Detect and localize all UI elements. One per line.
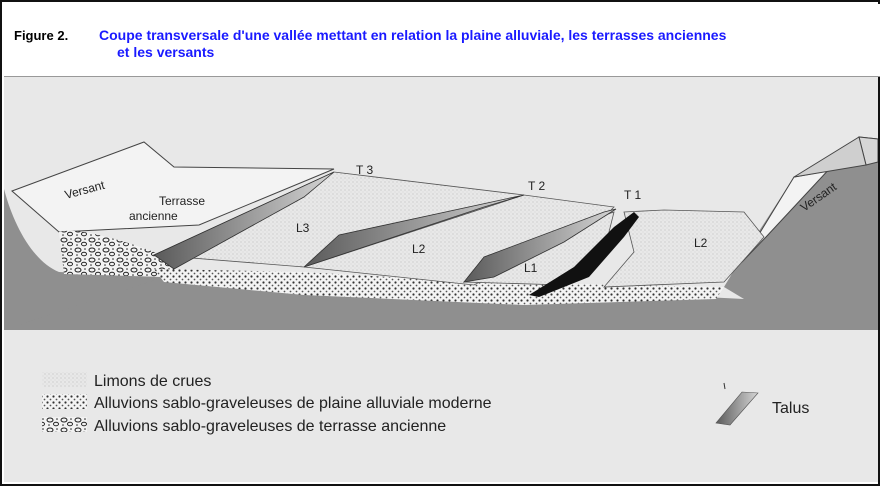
legend-swatch-limons bbox=[42, 372, 87, 387]
figure-number: Figure 2. bbox=[14, 28, 68, 43]
label-t3: T 3 bbox=[356, 163, 373, 177]
label-terrasse: Terrasse bbox=[159, 194, 205, 208]
label-l3: L3 bbox=[296, 221, 310, 235]
legend-limons: Limons de crues bbox=[94, 373, 211, 390]
figure-header: Figure 2. Coupe transversale d'une vallé… bbox=[4, 4, 880, 77]
legend-alluvions-moderne: Alluvions sablo-graveleuses de plaine al… bbox=[94, 395, 492, 412]
label-l1: L1 bbox=[524, 261, 538, 275]
label-t1: T 1 bbox=[624, 188, 641, 202]
figure-title: Coupe transversale d'une vallée mettant … bbox=[99, 27, 869, 61]
legend-swatch-modern-gravel bbox=[42, 394, 87, 409]
label-l2-right: L2 bbox=[694, 236, 708, 250]
label-ancienne: ancienne bbox=[129, 209, 178, 223]
legend-alluvions-ancienne: Alluvions sablo-graveleuses de terrasse … bbox=[94, 418, 446, 435]
valley-cross-section-diagram: Versant Versant Terrasse ancienne T 3 T … bbox=[4, 77, 878, 482]
figure-title-line-1: Coupe transversale d'une vallée mettant … bbox=[99, 27, 869, 44]
label-l2-middle: L2 bbox=[412, 242, 426, 256]
figure-title-line-2: et les versants bbox=[99, 44, 869, 61]
legend-talus: Talus bbox=[772, 400, 809, 417]
legend-swatch-ancient-gravel bbox=[42, 417, 87, 432]
label-t2: T 2 bbox=[528, 179, 545, 193]
